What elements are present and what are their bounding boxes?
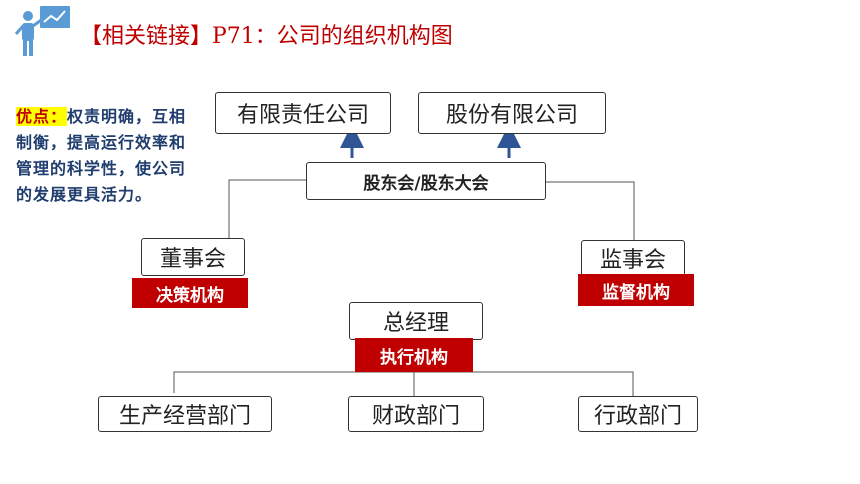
gm-box: 总经理 xyxy=(349,302,483,340)
line-to-supervisory xyxy=(546,181,635,242)
supervisory-box: 监事会 xyxy=(581,240,685,276)
shareholders-box: 股东会/股东大会 xyxy=(306,162,546,200)
dept-ops-box: 生产经营部门 xyxy=(98,396,272,432)
advantages-label: 优点： xyxy=(16,107,68,126)
jsc-box: 股份有限公司 xyxy=(418,92,606,134)
advantages-note: 优点：权责明确，互相制衡，提高运行效率和管理的科学性，使公司的发展更具活力。 xyxy=(16,104,194,208)
line-to-board xyxy=(228,179,306,240)
gm-tag: 执行机构 xyxy=(355,338,473,372)
board-box: 董事会 xyxy=(141,238,245,276)
dept-admin-box: 行政部门 xyxy=(578,396,698,432)
dept-finance-box: 财政部门 xyxy=(348,396,484,432)
presenter-icon xyxy=(14,6,70,56)
line-to-departments xyxy=(173,371,634,398)
llc-box: 有限责任公司 xyxy=(215,92,391,134)
board-tag: 决策机构 xyxy=(132,278,248,308)
page-title: 【相关链接】P71：公司的组织机构图 xyxy=(80,24,453,49)
supervisory-tag: 监督机构 xyxy=(578,274,694,306)
advantages-text: 权责明确，互相制衡，提高运行效率和管理的科学性，使公司的发展更具活力。 xyxy=(16,107,187,204)
